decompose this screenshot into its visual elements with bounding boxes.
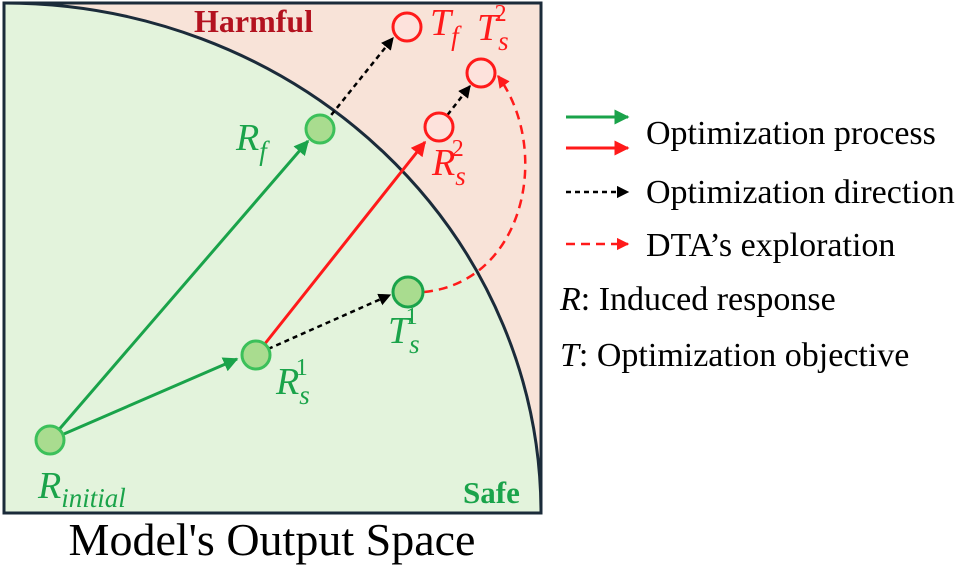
- safe-label: Safe: [463, 475, 520, 510]
- label-r-f: Rf: [235, 117, 270, 166]
- label-r-s1: Rs1: [275, 355, 310, 410]
- node-t-f: [391, 11, 423, 43]
- arrow-rs1-to-rs2: [254, 140, 427, 356]
- arrow-rs2-to-ts2: [441, 85, 471, 123]
- legend-definition-r: R: Induced response: [559, 281, 836, 318]
- label-t-f: Tf: [430, 2, 462, 51]
- legend-optimization-process: Optimization process: [646, 115, 936, 152]
- node-t-s2: [465, 57, 497, 89]
- arrow-rs1-to-ts1: [267, 293, 392, 351]
- label-r-s2: Rs2: [431, 136, 466, 191]
- node-t-s1: [391, 275, 425, 309]
- legend: Optimization process Optimization direct…: [559, 109, 955, 374]
- node-r-f: [304, 113, 336, 145]
- arrow-rinitial-to-rf: [48, 139, 310, 441]
- arrow-rf-to-tf: [319, 37, 394, 130]
- node-r-initial: [34, 424, 66, 456]
- caption-output-space: Model's Output Space: [68, 514, 476, 565]
- safety-boundary: [3, 1, 543, 514]
- legend-definition-t: T: Optimization objective: [560, 337, 909, 374]
- arrow-rinitial-to-rs1: [49, 357, 239, 442]
- label-r-initial: Rinitial: [37, 465, 126, 513]
- arrow-dta-exploration: [423, 74, 527, 294]
- output-space-border: [2, 1, 543, 515]
- node-r-s1: [240, 339, 272, 371]
- legend-dta-exploration: DTA’s exploration: [646, 227, 895, 264]
- legend-optimization-direction: Optimization direction: [646, 174, 955, 211]
- label-t-s2: Ts2: [477, 1, 509, 56]
- harmful-label: Harmful: [194, 3, 313, 39]
- label-t-s1: Ts1: [388, 304, 420, 359]
- node-r-s2: [423, 111, 455, 143]
- safe-region: [4, 3, 541, 513]
